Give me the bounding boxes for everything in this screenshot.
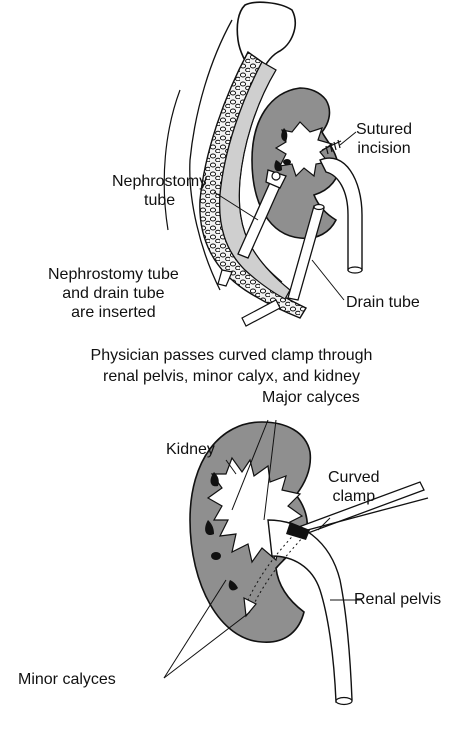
caption: Physician passes curved clamp through re…: [0, 345, 463, 387]
label-major-calyces: Major calyces: [262, 388, 360, 407]
leader-sutured: [340, 132, 356, 145]
ureter-end-bottom: [336, 698, 352, 705]
label-tubes-inserted: Nephrostomy tube and drain tube are inse…: [48, 265, 179, 322]
label-renal-pelvis: Renal pelvis: [354, 590, 441, 609]
label-nephrostomy-tube: Nephrostomy tube: [112, 172, 207, 210]
drain-tube-end: [314, 205, 324, 210]
tube-tip: [272, 172, 280, 180]
leader-drain: [312, 260, 344, 300]
label-kidney: Kidney: [166, 440, 215, 459]
caption-line-1: Physician passes curved clamp through: [0, 345, 463, 366]
ureter-end-top: [348, 267, 362, 273]
external-tube-1: [218, 270, 232, 286]
bottom-diagram: [164, 420, 428, 705]
label-drain-tube: Drain tube: [346, 293, 420, 312]
label-minor-calyces: Minor calyces: [18, 670, 116, 689]
top-diagram: [164, 2, 362, 326]
calyx-dark-3: [283, 159, 291, 165]
caption-line-2: renal pelvis, minor calyx, and kidney: [0, 366, 463, 387]
leader-minor-1: [164, 580, 226, 678]
external-tube-2: [242, 300, 280, 326]
calyx-dark-b3: [211, 552, 221, 560]
leader-minor-2: [164, 612, 250, 678]
label-curved-clamp: Curved clamp: [328, 468, 380, 506]
label-sutured-incision: Sutured incision: [356, 120, 412, 158]
